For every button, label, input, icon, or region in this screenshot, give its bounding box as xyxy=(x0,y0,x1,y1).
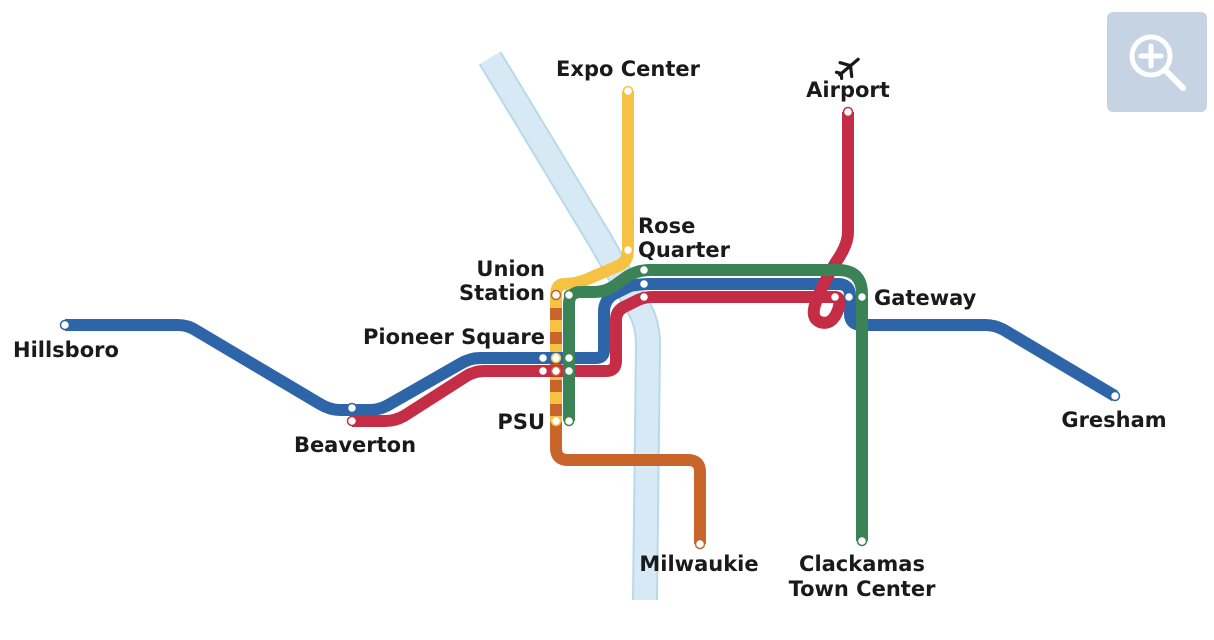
station-pioneer-blue[interactable] xyxy=(537,352,549,364)
station-rose-quarter-yellow[interactable] xyxy=(622,244,634,256)
label-gateway: Gateway xyxy=(874,286,977,310)
station-beaverton-red[interactable] xyxy=(346,415,358,427)
label-hillsboro: Hillsboro xyxy=(13,338,119,362)
blue-line[interactable] xyxy=(65,278,1119,416)
station-union-green[interactable] xyxy=(563,289,575,301)
station-expo-center[interactable] xyxy=(622,85,634,97)
zoom-in-button[interactable] xyxy=(1107,12,1207,112)
label-rose-quarter-1: Rose xyxy=(638,214,695,238)
label-psu: PSU xyxy=(497,410,545,434)
station-rose-quarter-red[interactable] xyxy=(638,291,650,303)
label-pioneer-square: Pioneer Square xyxy=(363,325,545,349)
station-milwaukie[interactable] xyxy=(694,538,706,550)
station-beaverton-blue[interactable] xyxy=(346,402,358,414)
station-pioneer-green[interactable] xyxy=(563,352,575,364)
station-psu-green[interactable] xyxy=(563,415,575,427)
orange-line[interactable] xyxy=(550,296,706,544)
station-airport[interactable] xyxy=(842,106,854,118)
station-gresham[interactable] xyxy=(1109,390,1121,402)
station-gateway-green[interactable] xyxy=(856,291,868,303)
label-gresham: Gresham xyxy=(1061,408,1166,432)
airplane-icon xyxy=(834,57,860,81)
label-union-station-1: Union xyxy=(476,257,545,281)
station-pioneer-green-2[interactable] xyxy=(563,365,575,377)
red-line[interactable] xyxy=(352,112,854,427)
station-psu-yellow[interactable] xyxy=(550,415,562,427)
station-gateway-red[interactable] xyxy=(829,291,841,303)
station-rose-quarter-green[interactable] xyxy=(638,264,650,276)
label-clackamas-2: Town Center xyxy=(789,577,937,601)
station-hillsboro[interactable] xyxy=(59,319,71,331)
station-gateway-blue[interactable] xyxy=(843,291,855,303)
label-union-station-2: Station xyxy=(459,281,545,305)
station-pioneer-red[interactable] xyxy=(537,365,549,377)
label-milwaukie: Milwaukie xyxy=(639,552,758,576)
label-beaverton: Beaverton xyxy=(294,433,416,457)
label-rose-quarter-2: Quarter xyxy=(638,238,731,262)
label-airport: Airport xyxy=(806,78,890,102)
river xyxy=(478,51,661,601)
station-clackamas[interactable] xyxy=(856,535,868,547)
station-pioneer-orange[interactable] xyxy=(550,365,562,377)
station-union-orange[interactable] xyxy=(550,289,562,301)
label-clackamas-1: Clackamas xyxy=(799,552,925,576)
station-pioneer-yellow[interactable] xyxy=(550,352,562,364)
zoom-in-icon xyxy=(1129,34,1186,91)
stations xyxy=(59,85,1121,550)
yellow-line[interactable] xyxy=(550,91,634,297)
label-expo-center: Expo Center xyxy=(556,57,701,81)
green-line[interactable] xyxy=(563,264,868,541)
station-rose-quarter-blue[interactable] xyxy=(638,278,650,290)
station-labels: Expo Center Airport Rose Quarter Union S… xyxy=(13,57,1167,601)
